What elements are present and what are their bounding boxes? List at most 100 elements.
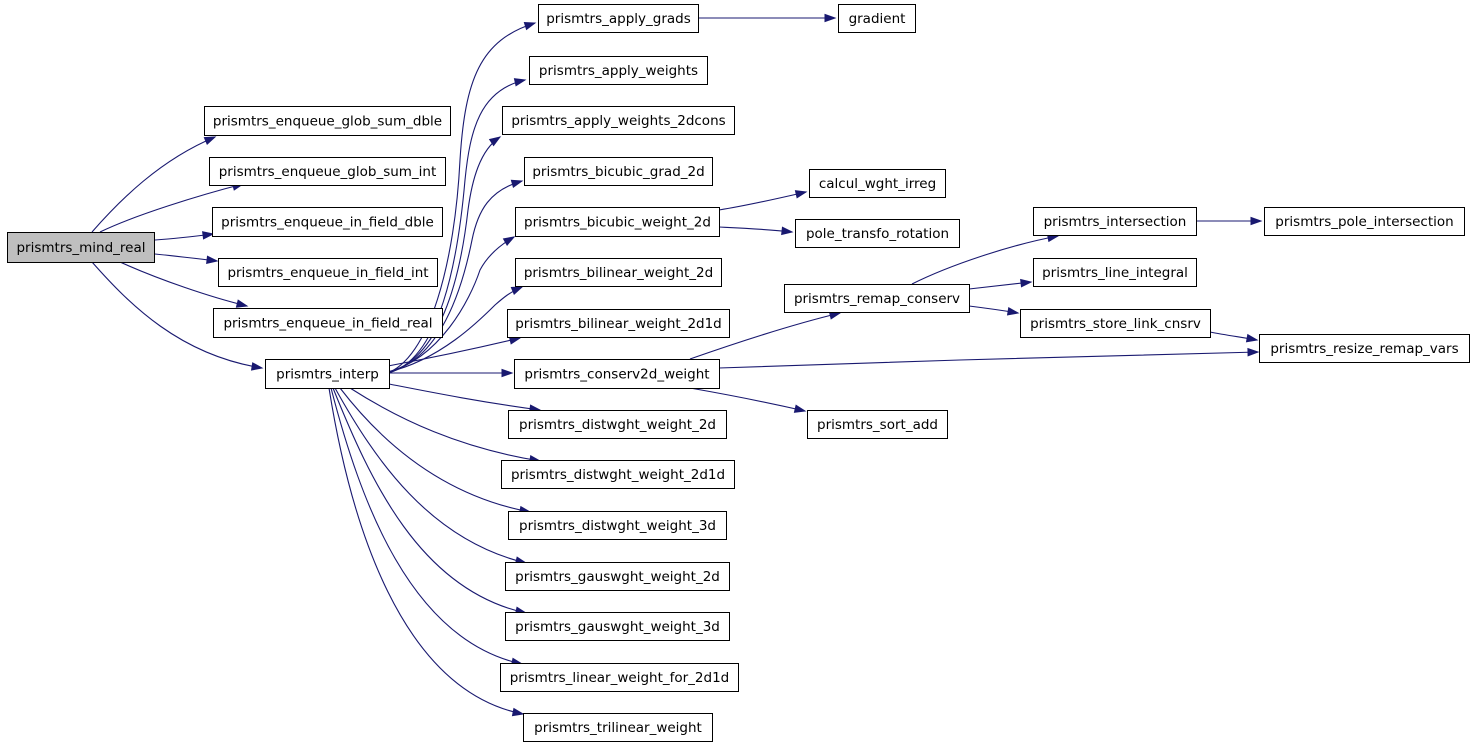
edge-apply_grads-to-gradient bbox=[698, 13, 837, 23]
arrowhead-icon bbox=[1020, 278, 1033, 288]
edge-interp-to-distwght_3d bbox=[339, 387, 532, 515]
node-pole-intersection[interactable]: prismtrs_pole_intersection bbox=[1264, 207, 1465, 236]
edge-interp-to-bicubic_weight bbox=[387, 236, 516, 373]
node-label: prismtrs_bicubic_grad_2d bbox=[532, 164, 704, 180]
node-glob-dble[interactable]: prismtrs_enqueue_glob_sum_dble bbox=[204, 106, 451, 136]
node-bilinear-2d[interactable]: prismtrs_bilinear_weight_2d bbox=[515, 258, 722, 287]
node-label: prismtrs_pole_intersection bbox=[1275, 214, 1453, 230]
edge-line bbox=[387, 236, 515, 373]
arrowhead-icon bbox=[235, 299, 249, 308]
node-box bbox=[515, 207, 720, 237]
node-box bbox=[523, 713, 713, 742]
node-trilinear[interactable]: prismtrs_trilinear_weight bbox=[523, 713, 713, 742]
node-box bbox=[213, 308, 443, 338]
arrowhead-icon bbox=[793, 404, 807, 413]
edge-line bbox=[91, 261, 263, 369]
node-box bbox=[218, 258, 438, 287]
node-label: prismtrs_trilinear_weight bbox=[534, 720, 702, 736]
node-label: prismtrs_bilinear_weight_2d1d bbox=[515, 316, 722, 332]
node-label: gradient bbox=[849, 11, 906, 27]
node-label: prismtrs_enqueue_in_field_real bbox=[223, 316, 432, 332]
node-box bbox=[212, 207, 443, 237]
node-gauswght-2d[interactable]: prismtrs_gauswght_weight_2d bbox=[505, 562, 730, 591]
node-label: prismtrs_interp bbox=[276, 367, 379, 383]
node-gauswght-3d[interactable]: prismtrs_gauswght_weight_3d bbox=[505, 612, 730, 641]
node-field-dble[interactable]: prismtrs_enqueue_in_field_dble bbox=[212, 207, 443, 237]
edge-mind_real-to-field_int bbox=[154, 253, 219, 265]
edge-bicubic_weight-to-calcul_wght bbox=[718, 190, 808, 211]
node-distwght-2d[interactable]: prismtrs_distwght_weight_2d bbox=[508, 410, 727, 439]
node-box bbox=[507, 309, 730, 338]
edge-interp-to-trilinear bbox=[328, 387, 525, 717]
edge-line bbox=[718, 226, 793, 233]
node-box bbox=[501, 460, 735, 489]
node-label: prismtrs_distwght_weight_2d1d bbox=[511, 467, 725, 483]
edge-intersection-to-pole_intersection bbox=[1196, 216, 1263, 226]
arrowhead-icon bbox=[488, 136, 502, 147]
edge-line bbox=[388, 383, 541, 411]
node-resize-remap[interactable]: prismtrs_resize_remap_vars bbox=[1259, 334, 1470, 363]
node-box bbox=[502, 106, 735, 135]
node-box bbox=[1033, 258, 1197, 287]
node-box bbox=[209, 157, 446, 186]
node-apply-weights-2dcons[interactable]: prismtrs_apply_weights_2dcons bbox=[502, 106, 735, 135]
node-mind-real[interactable]: prismtrs_mind_real bbox=[7, 232, 155, 263]
arrowhead-icon bbox=[510, 286, 524, 296]
node-sort-add[interactable]: prismtrs_sort_add bbox=[807, 410, 948, 439]
edge-interp-to-gauswght_2d bbox=[334, 387, 528, 565]
node-box bbox=[1020, 309, 1211, 338]
node-label: prismtrs_enqueue_in_field_int bbox=[227, 265, 428, 281]
node-bicubic-weight[interactable]: prismtrs_bicubic_weight_2d bbox=[515, 207, 720, 237]
node-label: prismtrs_sort_add bbox=[817, 417, 938, 433]
node-label: prismtrs_apply_weights bbox=[539, 63, 698, 79]
node-linear-2d1d[interactable]: prismtrs_linear_weight_for_2d1d bbox=[500, 663, 739, 692]
call-edges bbox=[91, 13, 1263, 717]
node-label: prismtrs_enqueue_glob_sum_dble bbox=[213, 114, 442, 130]
arrowhead-icon bbox=[1245, 333, 1259, 343]
edge-line bbox=[689, 387, 806, 412]
node-glob-int[interactable]: prismtrs_enqueue_glob_sum_int bbox=[209, 157, 446, 186]
node-remap-conserv[interactable]: prismtrs_remap_conserv bbox=[784, 284, 970, 313]
node-apply-grads[interactable]: prismtrs_apply_grads bbox=[538, 4, 699, 33]
edge-mind_real-to-field_real bbox=[119, 261, 249, 308]
edge-line bbox=[349, 387, 541, 462]
node-box bbox=[514, 359, 720, 389]
node-field-int[interactable]: prismtrs_enqueue_in_field_int bbox=[218, 258, 438, 287]
edge-line bbox=[334, 387, 527, 564]
edge-line bbox=[387, 79, 526, 374]
edge-mind_real-to-glob_dble bbox=[91, 136, 217, 233]
node-distwght-2d1d[interactable]: prismtrs_distwght_weight_2d1d bbox=[501, 460, 735, 489]
node-box bbox=[508, 410, 727, 439]
node-store-link[interactable]: prismtrs_store_link_cnsrv bbox=[1020, 309, 1211, 338]
node-conserv2d[interactable]: prismtrs_conserv2d_weight bbox=[514, 359, 720, 389]
arrowhead-icon bbox=[824, 13, 837, 23]
node-box bbox=[515, 258, 722, 287]
edge-line bbox=[718, 191, 807, 211]
node-label: prismtrs_conserv2d_weight bbox=[524, 367, 709, 383]
node-box bbox=[809, 169, 946, 198]
node-bilinear-2d1d[interactable]: prismtrs_bilinear_weight_2d1d bbox=[507, 309, 730, 338]
node-gradient[interactable]: gradient bbox=[838, 4, 916, 33]
node-bicubic-grad[interactable]: prismtrs_bicubic_grad_2d bbox=[524, 157, 713, 186]
node-pole-transfo[interactable]: pole_transfo_rotation bbox=[795, 219, 960, 248]
node-interp[interactable]: prismtrs_interp bbox=[265, 359, 390, 389]
node-label: prismtrs_line_integral bbox=[1042, 265, 1188, 281]
node-label: pole_transfo_rotation bbox=[806, 226, 949, 242]
node-label: prismtrs_apply_weights_2dcons bbox=[511, 113, 725, 129]
node-distwght-3d[interactable]: prismtrs_distwght_weight_3d bbox=[508, 511, 727, 540]
arrowhead-icon bbox=[1006, 307, 1020, 316]
edge-conserv2d-to-sort_add bbox=[689, 387, 807, 413]
edge-line bbox=[911, 235, 1059, 285]
node-field-real[interactable]: prismtrs_enqueue_in_field_real bbox=[213, 308, 443, 338]
arrowhead-icon bbox=[501, 368, 514, 378]
node-label: prismtrs_enqueue_in_field_dble bbox=[221, 215, 434, 231]
edge-line bbox=[387, 180, 523, 373]
node-calcul-wght[interactable]: calcul_wght_irreg bbox=[809, 169, 946, 198]
node-intersection[interactable]: prismtrs_intersection bbox=[1033, 207, 1197, 236]
node-box bbox=[265, 359, 390, 389]
node-box bbox=[538, 4, 699, 33]
node-line-integral[interactable]: prismtrs_line_integral bbox=[1033, 258, 1197, 287]
node-box bbox=[508, 511, 727, 540]
node-apply-weights[interactable]: prismtrs_apply_weights bbox=[529, 56, 708, 85]
node-label: prismtrs_mind_real bbox=[16, 240, 145, 256]
